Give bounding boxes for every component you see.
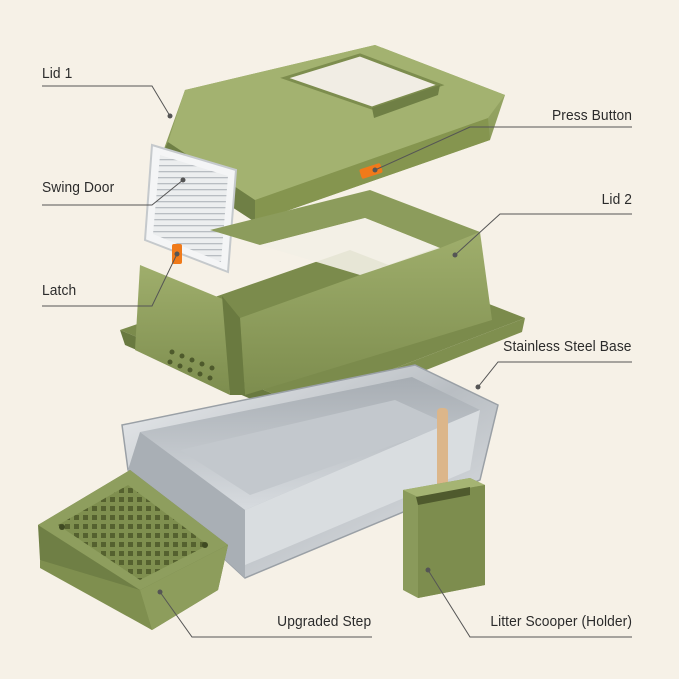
label-latch: Latch xyxy=(42,282,77,299)
label-stainless-steel-base: Stainless Steel Base xyxy=(503,338,632,355)
label-upgraded-step: Upgraded Step xyxy=(276,613,371,630)
upgraded-step-part xyxy=(38,470,228,630)
label-litter-scooper-holder: Litter Scooper (Holder) xyxy=(490,613,632,630)
label-swing-door: Swing Door xyxy=(42,179,115,196)
stainless-steel-base-part xyxy=(121,364,499,579)
lid-1-part xyxy=(160,45,505,222)
leader-lines xyxy=(42,85,632,638)
label-lid-2: Lid 2 xyxy=(601,191,632,208)
label-lid-1: Lid 1 xyxy=(42,65,73,82)
swing-door-part xyxy=(143,143,238,274)
press-button-part xyxy=(359,163,383,179)
litter-scooper-holder-part xyxy=(403,408,485,598)
label-press-button: Press Button xyxy=(551,107,632,124)
